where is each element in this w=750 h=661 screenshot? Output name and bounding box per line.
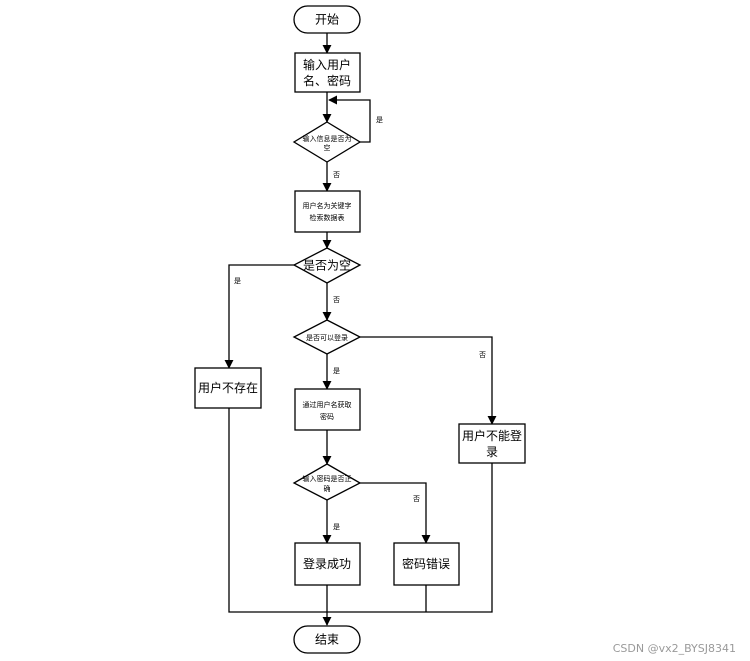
start-terminal (293, 5, 361, 34)
label-no-check-empty: 否 (333, 171, 340, 179)
label-yes-is-empty: 是 (234, 277, 241, 285)
pwd-correct-label-line1: 输入密码是否正 (303, 474, 352, 483)
end-label: 结束 (315, 633, 339, 647)
check-empty-label-line2: 空 (324, 143, 331, 152)
node-search: 用户名为关键字 检索数据表 (294, 190, 361, 233)
get-password-box (294, 388, 361, 431)
is-empty-diamond (292, 247, 362, 284)
node-pwd-correct: 输入密码是否正 确 (292, 463, 362, 501)
login-success-box (294, 542, 361, 586)
can-login-label: 是否可以登录 (306, 333, 348, 342)
can-login-diamond (292, 319, 362, 355)
node-pwd-error: 密码错误 (393, 542, 460, 586)
edge-check-empty-yes-loop (328, 95, 371, 143)
node-is-empty: 是否为空 (292, 247, 362, 284)
label-yes-pwd: 是 (333, 523, 340, 531)
edges (224, 33, 497, 626)
node-check-empty: 输入信息是否为 空 (292, 121, 362, 163)
pwd-correct-diamond (292, 463, 362, 501)
search-label-line1: 用户名为关键字 (303, 201, 352, 210)
cannot-login-box (458, 423, 526, 464)
cannot-login-label-line2: 录 (486, 445, 498, 459)
edge-can-login-no (360, 336, 497, 425)
node-start: 开始 (293, 5, 361, 34)
edge-labels: 是 否 是 否 是 否 是 否 (234, 116, 486, 531)
node-login-success: 登录成功 (294, 542, 361, 586)
search-box (294, 190, 361, 233)
edge-pwd-correct-no (360, 482, 431, 544)
node-get-password: 通过用户名获取 密码 (294, 388, 361, 431)
node-can-login: 是否可以登录 (292, 319, 362, 355)
node-no-user: 用户不存在 (194, 367, 262, 409)
input-label-line2: 名、密码 (303, 73, 351, 88)
get-password-label-line1: 通过用户名获取 (303, 400, 352, 409)
label-yes-loop: 是 (376, 116, 383, 124)
no-user-label: 用户不存在 (198, 380, 258, 395)
login-success-label: 登录成功 (303, 556, 351, 571)
node-input: 输入用户 名、密码 (294, 52, 361, 93)
label-no-pwd: 否 (413, 495, 420, 503)
no-user-box (194, 367, 262, 409)
input-box (294, 52, 361, 93)
check-empty-diamond (292, 121, 362, 163)
edge-merge-line (228, 408, 493, 613)
cannot-login-label-line1: 用户不能登 (462, 428, 522, 443)
get-password-label-line2: 密码 (320, 412, 334, 421)
label-no-can-login: 否 (479, 351, 486, 359)
watermark: CSDN @vx2_BYSJ8341 (613, 642, 736, 655)
end-terminal (293, 625, 361, 654)
pwd-error-box (393, 542, 460, 586)
search-label-line2: 检索数据表 (310, 213, 345, 222)
label-yes-can-login: 是 (333, 367, 340, 375)
edge-is-empty-yes (224, 264, 294, 369)
start-label: 开始 (315, 13, 339, 27)
node-cannot-login: 用户不能登 录 (458, 423, 526, 464)
pwd-correct-label-line2: 确 (324, 484, 331, 493)
is-empty-label: 是否为空 (303, 259, 351, 273)
check-empty-label-line1: 输入信息是否为 (303, 134, 352, 143)
input-label-line1: 输入用户 (303, 57, 351, 72)
label-no-is-empty: 否 (333, 296, 340, 304)
pwd-error-label: 密码错误 (402, 556, 450, 571)
node-end: 结束 (293, 625, 361, 654)
